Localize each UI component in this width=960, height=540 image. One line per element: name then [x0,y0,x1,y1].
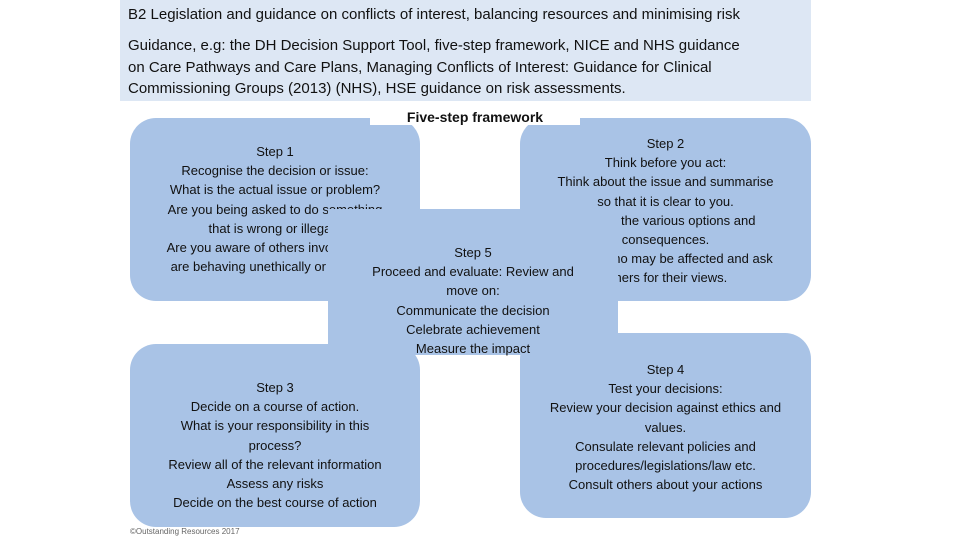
step-2-line: so that it is clear to you. [597,193,734,209]
step-1-line: that is wrong or illegal? [208,220,342,236]
header-title: B2 Legislation and guidance on conflicts… [128,6,741,23]
step-1-line: Recognise the decision or issue: [181,163,369,179]
guidance-line: on Care Pathways and Care Plans, Managin… [128,58,712,76]
step-3-line: Decide on the best course of action [173,495,377,511]
step-1-line: What is the actual issue or problem? [169,182,381,198]
guidance-line: Commissioning Groups (2013) (NHS), HSE g… [128,80,626,97]
step-3-line: Assess any risks [226,476,324,492]
step-3-line: process? [248,437,302,453]
step-3-line: Decide on a course of action. [190,399,360,415]
step-5-line: move on: [446,283,500,299]
step-2-line: Think before you act: [604,155,727,171]
step-1-line: are behaving unethically or illegally? [170,259,380,275]
copyright-footer: ©Outstanding Resources 2017 [130,527,240,536]
step-4-line: Review your decision against ethics and [549,400,782,416]
step-2-line: consequences. [621,232,710,248]
step-5-box: Step 5 Proceed and evaluate: Review and … [328,209,618,357]
step-1-heading: Step 1 [256,144,294,159]
step-5-line: Measure the impact [415,341,531,357]
step-2-line: others for their views. [603,270,728,286]
step-2-heading: Step 2 [646,136,685,151]
guidance-line: Guidance, e.g: the DH Decision Support T… [128,37,740,54]
step-4-line: Consult others about your actions [568,477,763,493]
step-4-heading: Step 4 [646,362,685,377]
step-4-line: procedures/legislations/law etc. [575,458,756,474]
step-5-line: Proceed and evaluate: Review and [372,264,574,280]
step-2-line: Identify the various options and [575,212,756,228]
step-5-line: Communicate the decision [396,302,550,318]
header-guidance-text: Guidance, e.g: the DH Decision Support T… [128,35,808,100]
step-2-line: Think about the issue and summarise [557,174,774,190]
step-3-line: Review all of the relevant information [168,456,382,472]
header-panel: B2 Legislation and guidance on conflicts… [120,0,811,101]
framework-title: Five-step framework [370,109,580,125]
step-3-line: What is your responsibility in this [180,418,370,434]
step-5-line: Celebrate achievement [406,321,540,337]
step-4-line: values. [644,419,687,435]
step-4-line: Consulate relevant policies and [575,438,756,454]
step-4-box: Step 4 Test your decisions: Review your … [520,333,811,518]
step-3-heading: Step 3 [256,380,294,395]
step-5-heading: Step 5 [454,245,492,260]
step-3-box: Step 3 Decide on a course of action. Wha… [130,344,420,527]
step-4-line: Test your decisions: [608,381,723,397]
